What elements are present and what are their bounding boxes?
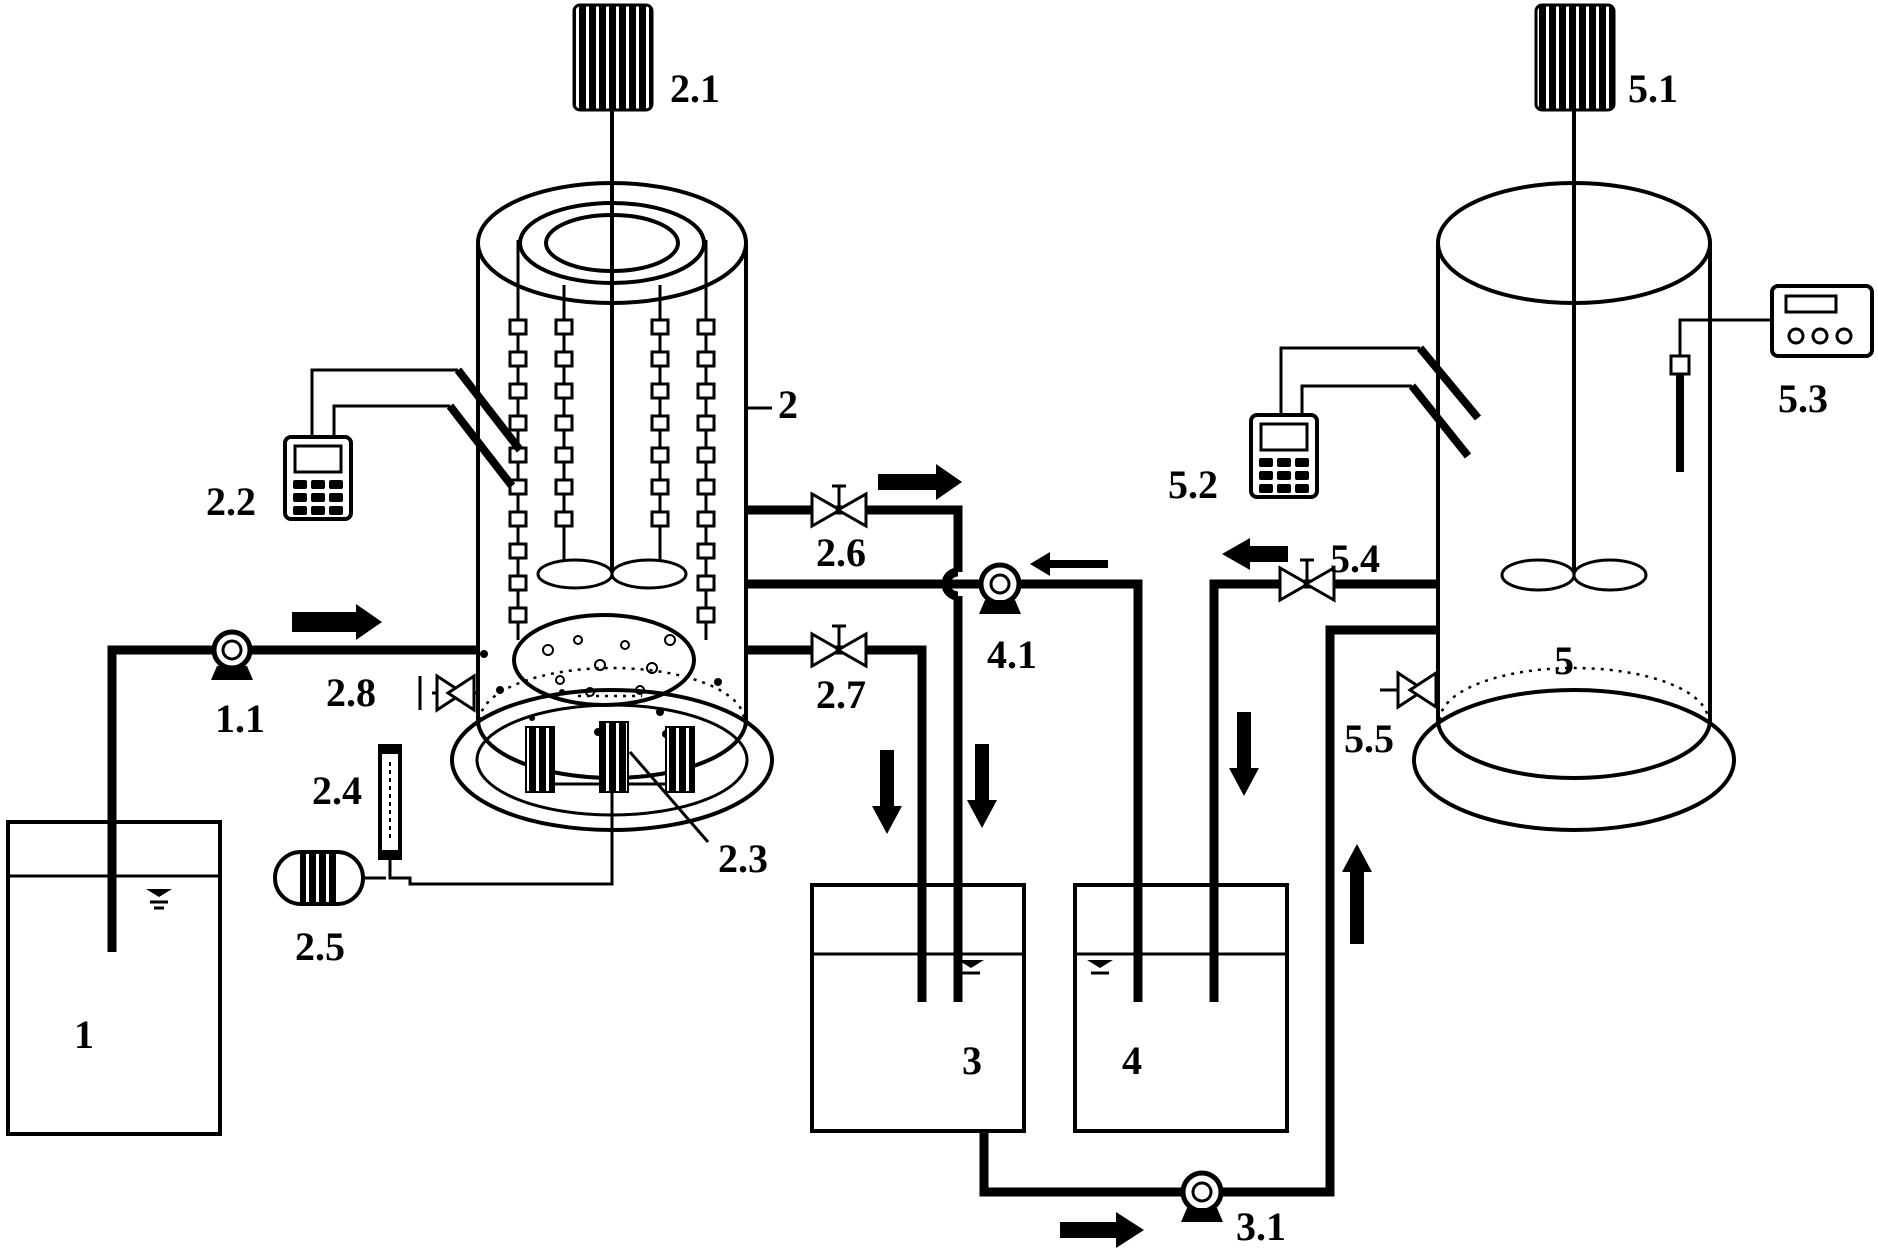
feed-pipe bbox=[107, 645, 480, 952]
tank-3-label: 3 bbox=[962, 1038, 982, 1083]
probe-icon bbox=[1669, 354, 1691, 472]
motor-2-1: 2.1 bbox=[572, 3, 720, 112]
flow-arrow-icon bbox=[292, 604, 382, 640]
flow-arrow-icon bbox=[1229, 712, 1259, 796]
pump-1-1: 1.1 bbox=[211, 629, 265, 741]
meter-5-3-label: 5.3 bbox=[1778, 376, 1828, 421]
tank-4-label: 4 bbox=[1122, 1038, 1142, 1083]
flowmeter-2-4-label: 2.4 bbox=[312, 768, 362, 813]
carrier-strings bbox=[508, 240, 716, 640]
motor-icon bbox=[1534, 3, 1616, 112]
motor-5-1-label: 5.1 bbox=[1628, 66, 1678, 111]
valve-2-6: 2.6 bbox=[810, 484, 868, 575]
pump-icon bbox=[211, 629, 253, 680]
valve-2-7: 2.7 bbox=[810, 624, 868, 717]
flow-arrow-icon bbox=[878, 464, 962, 500]
diffuser-2-3-label: 2.3 bbox=[718, 836, 768, 881]
pump-4-1-label: 4.1 bbox=[987, 632, 1037, 677]
pump-1-1-label: 1.1 bbox=[215, 696, 265, 741]
meter-5-3: 5.3 bbox=[1669, 284, 1874, 472]
valve-2-8: 2.8 bbox=[326, 670, 478, 715]
water-level-icon bbox=[1087, 960, 1113, 975]
valve-5-4-label: 5.4 bbox=[1330, 536, 1380, 581]
pump-3-1: 3.1 bbox=[1180, 1170, 1286, 1249]
valve-5-5-label: 5.5 bbox=[1344, 716, 1394, 761]
pump-4-1: 4.1 bbox=[978, 562, 1037, 677]
probe-icon bbox=[446, 367, 524, 489]
meter-2-2: 2.2 bbox=[206, 367, 524, 524]
valve-2-6-label: 2.6 bbox=[816, 530, 866, 575]
outlet-pipe-5-4 bbox=[1209, 579, 1438, 1002]
reactor-2-label: 2 bbox=[778, 382, 798, 427]
transfer-pipe bbox=[979, 625, 1438, 1197]
flow-arrow-icon bbox=[1342, 844, 1372, 944]
air-pump-2-5: 2.5 bbox=[273, 850, 365, 969]
tank-3: 3 bbox=[810, 883, 1026, 1133]
reactor-5-label: 5 bbox=[1554, 638, 1574, 683]
tank-1-label: 1 bbox=[74, 1012, 94, 1057]
flow-arrow-icon bbox=[1222, 538, 1288, 570]
pump-icon bbox=[978, 562, 1022, 614]
impeller-icon bbox=[1500, 558, 1648, 592]
valve-5-4: 5.4 bbox=[1278, 536, 1380, 603]
pump-icon bbox=[1180, 1170, 1224, 1222]
flow-arrow-icon bbox=[967, 744, 997, 828]
water-level-icon bbox=[146, 889, 172, 910]
meter-5-2: 5.2 bbox=[1168, 345, 1482, 507]
meter-icon bbox=[1770, 284, 1874, 358]
reactor-2: 2 bbox=[450, 110, 798, 881]
pump-3-1-label: 3.1 bbox=[1236, 1204, 1286, 1249]
recirculation-pipe bbox=[746, 579, 1143, 1002]
valve-icon bbox=[810, 491, 844, 529]
valve-5-5: 5.5 bbox=[1344, 670, 1438, 761]
flowmeter-2-4: 2.4 bbox=[312, 744, 402, 860]
impeller-icon bbox=[536, 558, 688, 590]
motor-2-1-label: 2.1 bbox=[670, 66, 720, 111]
meter-icon bbox=[283, 435, 353, 521]
reactor-5: 5 bbox=[1412, 110, 1736, 832]
flow-arrow-icon bbox=[872, 750, 902, 834]
air-pump-2-5-label: 2.5 bbox=[295, 924, 345, 969]
valve-icon bbox=[810, 631, 844, 669]
valve-2-8-label: 2.8 bbox=[326, 670, 376, 715]
aeration-zone bbox=[480, 613, 722, 738]
meter-5-2-label: 5.2 bbox=[1168, 462, 1218, 507]
tank-4: 4 bbox=[1073, 883, 1289, 1133]
valve-icon bbox=[1278, 565, 1312, 603]
valve-2-7-label: 2.7 bbox=[816, 672, 866, 717]
motor-icon bbox=[572, 3, 654, 112]
flow-arrow-icon bbox=[1060, 1212, 1144, 1248]
meter-2-2-label: 2.2 bbox=[206, 479, 256, 524]
probe-icon bbox=[1408, 345, 1482, 459]
meter-icon bbox=[1249, 413, 1319, 499]
diffusers bbox=[525, 721, 695, 793]
air-line bbox=[388, 790, 614, 886]
flow-arrow-icon bbox=[1030, 552, 1108, 576]
water-level-icon bbox=[958, 960, 984, 975]
motor-5-1: 5.1 bbox=[1534, 3, 1678, 112]
